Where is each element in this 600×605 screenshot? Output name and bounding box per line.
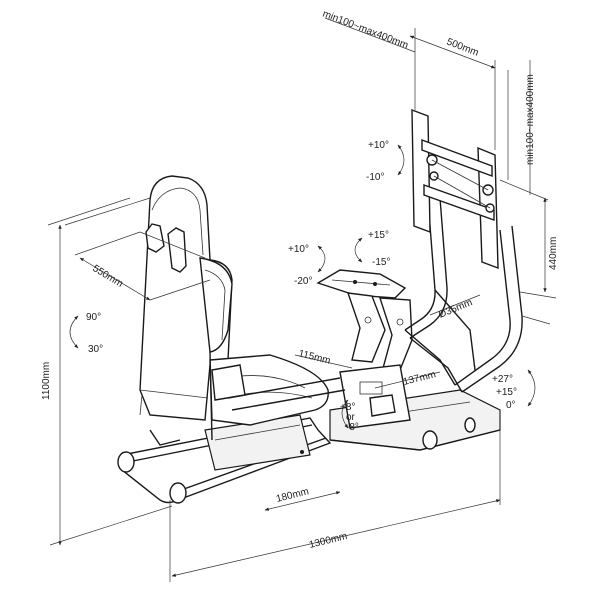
label-monitor-height-adjust: min100~max400mm [525,74,536,165]
label-rail-diameter: Ø35mm [437,297,474,321]
racing-seat [139,175,329,441]
label-wheel-rotate-up: +15° [368,230,389,241]
label-wheel-rotate-down: -15° [372,257,390,268]
label-pedal-plate: 137mm [402,369,437,388]
label-seat-back-max: 90° [86,312,101,323]
label-monitor-height: 440mm [548,237,559,270]
label-pedal-up: +8° [340,402,355,413]
label-total-height: 1100mm [41,362,52,400]
label-wheel-post-offset: 115mm [297,348,331,367]
label-slide-adjust: 180mm [275,486,310,505]
label-pedal-angle-a: +27° [492,374,513,385]
labels: min100~max400mm 500mm min100~max400mm 44… [41,9,559,551]
rotation-arrows [69,144,536,429]
label-wheel-tilt-up: +10° [288,244,309,255]
label-pedal-angle-b: +15° [496,387,517,398]
label-pedal-down: -8° [346,422,359,433]
wheel-mount [227,269,413,429]
label-monitor-depth-adjust: min100~max400mm [321,9,410,52]
label-seat-back-min: 30° [88,344,103,355]
label-monitor-tilt-down: -10° [366,172,384,183]
label-monitor-tilt-up: +10° [368,140,389,151]
label-pedal-or: or [346,412,356,423]
label-seat-depth: 550mm [90,263,124,290]
label-total-length: 1300mm [308,531,348,551]
monitor-stand [404,108,523,393]
dimension-lines [47,17,557,582]
label-wheel-tilt-down: -20° [294,276,312,287]
base-frame [117,389,501,504]
label-pedal-angle-c: 0° [506,400,516,411]
